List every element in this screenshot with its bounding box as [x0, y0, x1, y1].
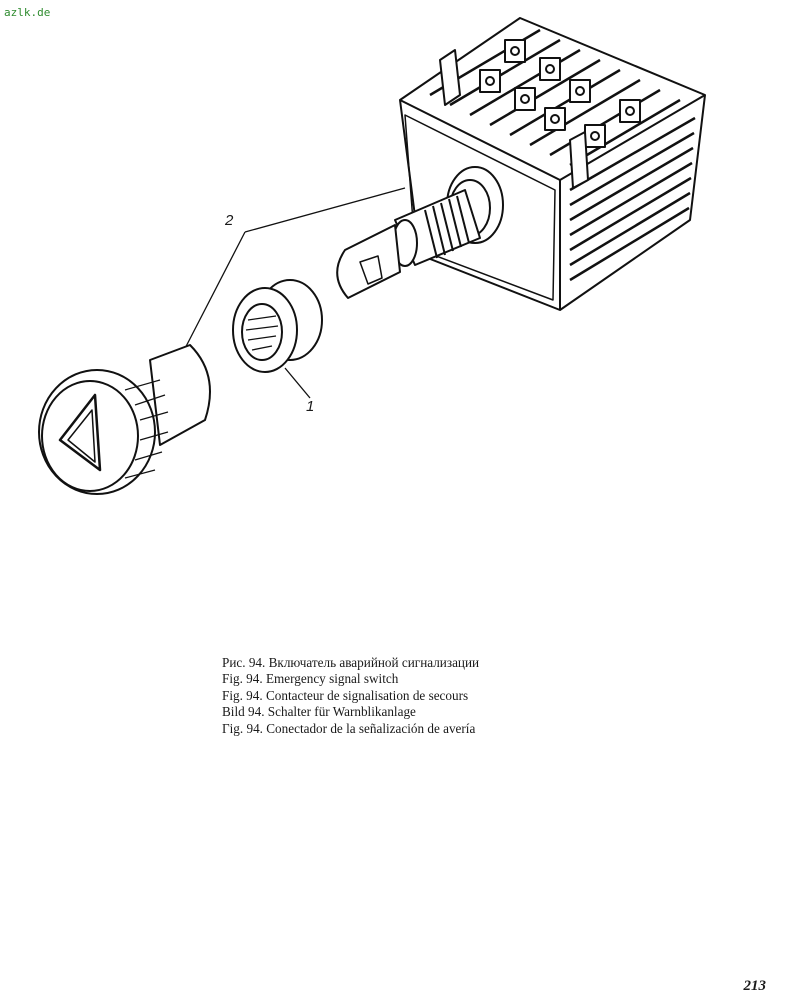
lamp-bulb: [336, 224, 401, 299]
caption-ru: Рис. 94. Включатель аварийной сигнализац…: [222, 655, 480, 670]
watermark: azlk.de: [4, 6, 51, 19]
switch-housing: [399, 17, 706, 311]
caption-en: Fig. 94. Emergency signal switch: [222, 671, 399, 687]
knob: [38, 344, 211, 495]
figure-caption: Рис. 94. Включатель аварийной сигнализац…: [222, 655, 479, 737]
caption-de: Bild 94. Schalter für Warnblikanlage: [222, 704, 416, 720]
nut-part-1: [232, 279, 323, 373]
part-label-2: 2: [225, 212, 234, 229]
caption-fr: Fig. 94. Contacteur de signalisation de …: [222, 687, 469, 703]
emergency-switch-illustration: [38, 17, 706, 495]
caption-es: Гig. 94. Conectador de la señalización d…: [222, 720, 476, 736]
threaded-shaft: [392, 166, 504, 267]
page-number: 213: [743, 978, 767, 994]
part-label-1: 1: [306, 398, 315, 415]
